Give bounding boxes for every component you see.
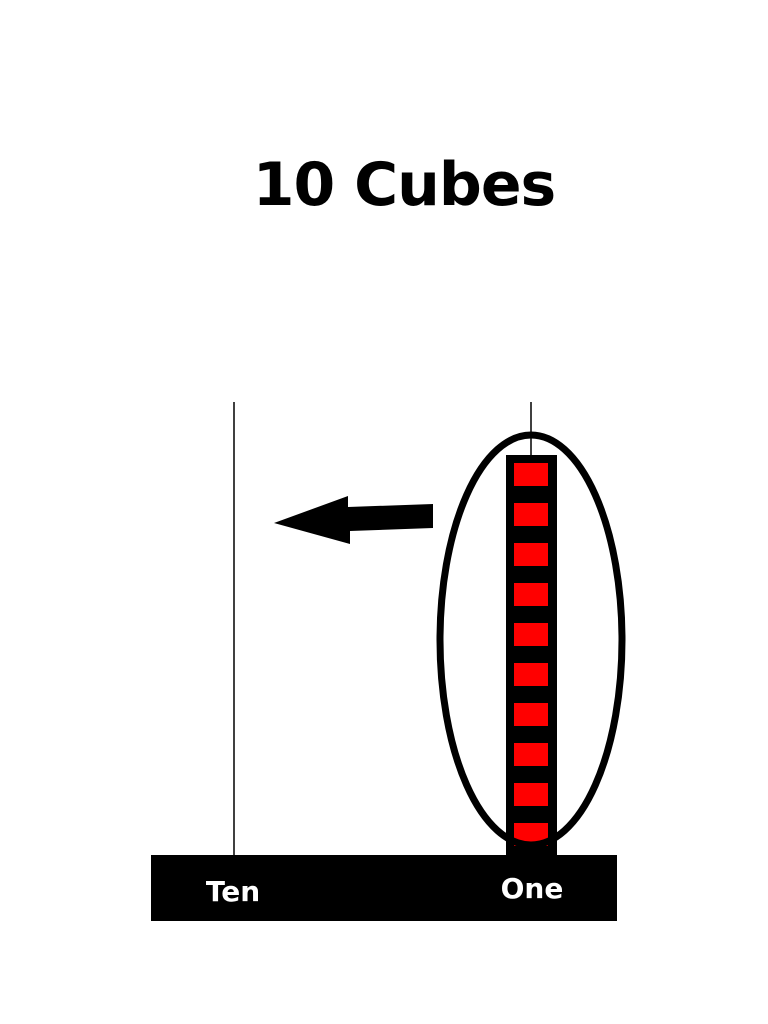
cube-group [514,463,548,846]
base-block [151,855,617,921]
one-label: One [501,872,564,905]
arrow-left-icon [274,496,433,544]
ten-label: Ten [206,875,260,908]
cube [514,743,548,766]
page-title: 10 Cubes [252,150,557,220]
cube [514,583,548,606]
cube [514,663,548,686]
group-ellipse [436,431,626,849]
cube [514,823,548,846]
cube [514,703,548,726]
cube [514,503,548,526]
cube [514,463,548,486]
cube [514,783,548,806]
cube [514,623,548,646]
cube [514,543,548,566]
